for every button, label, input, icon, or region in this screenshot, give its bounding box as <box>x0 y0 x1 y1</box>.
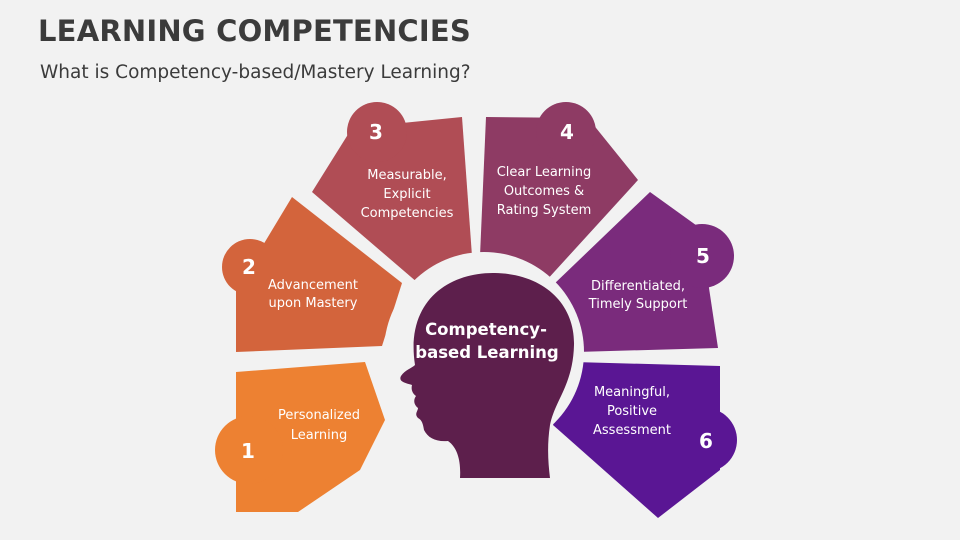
segment-6-label-line-1: Meaningful, <box>594 385 670 400</box>
segment-4-shape <box>480 117 638 282</box>
segment-5-label-line-2: Timely Support <box>588 297 688 312</box>
segment-4-badge <box>536 102 596 162</box>
segment-2-number: 2 <box>242 255 256 279</box>
page-title: LEARNING COMPETENCIES <box>38 14 471 48</box>
segment-2: 2 Advancement upon Mastery <box>222 197 402 352</box>
segment-4-number: 4 <box>560 120 574 144</box>
segment-2-badge <box>222 239 278 295</box>
segment-3-badge <box>347 102 407 162</box>
segment-5-shape <box>552 192 718 352</box>
segment-2-label-line-1: Advancement <box>268 278 358 293</box>
segment-5-number: 5 <box>696 244 710 268</box>
head-icon <box>400 272 575 478</box>
segment-5: 5 Differentiated, Timely Support <box>552 192 734 352</box>
segment-1: 1 Personalized Learning <box>215 362 385 512</box>
segment-2-shape <box>236 197 402 352</box>
segment-3-label-line-1: Measurable, <box>367 168 447 183</box>
segment-5-label-line-1: Differentiated, <box>591 279 685 294</box>
segment-6-badge <box>673 408 737 472</box>
segment-4-label-line-2: Outcomes & <box>504 184 584 199</box>
segment-3-label-line-2: Explicit <box>383 187 430 202</box>
page-subtitle: What is Competency-based/Mastery Learnin… <box>40 62 471 83</box>
segment-3-shape <box>312 117 472 283</box>
segment-3-label-line-3: Competencies <box>361 206 454 221</box>
segment-6-number: 6 <box>699 429 713 453</box>
center-label-line-1: Competency- <box>425 320 547 339</box>
segment-1-number: 1 <box>241 439 255 463</box>
segment-1-badge <box>215 416 283 484</box>
segment-1-label-line-1: Personalized <box>278 408 360 423</box>
segment-4: 4 Clear Learning Outcomes & Rating Syste… <box>480 102 638 282</box>
segment-1-shape <box>236 362 385 512</box>
segment-6: 6 Meaningful, Positive Assessment <box>553 362 737 518</box>
segment-5-badge <box>670 224 734 288</box>
segment-2-label-line-2: upon Mastery <box>269 296 358 311</box>
segment-3-number: 3 <box>369 120 383 144</box>
segment-6-shape <box>553 362 720 518</box>
segment-1-label-line-2: Learning <box>291 428 347 443</box>
segment-6-label-line-2: Positive <box>607 404 657 419</box>
segment-6-label-line-3: Assessment <box>593 423 671 438</box>
segment-3: 3 Measurable, Explicit Competencies <box>312 102 472 283</box>
segment-4-label-line-3: Rating System <box>497 203 592 218</box>
center-label-line-2: based Learning <box>415 343 558 362</box>
segment-4-label-line-1: Clear Learning <box>497 165 592 180</box>
